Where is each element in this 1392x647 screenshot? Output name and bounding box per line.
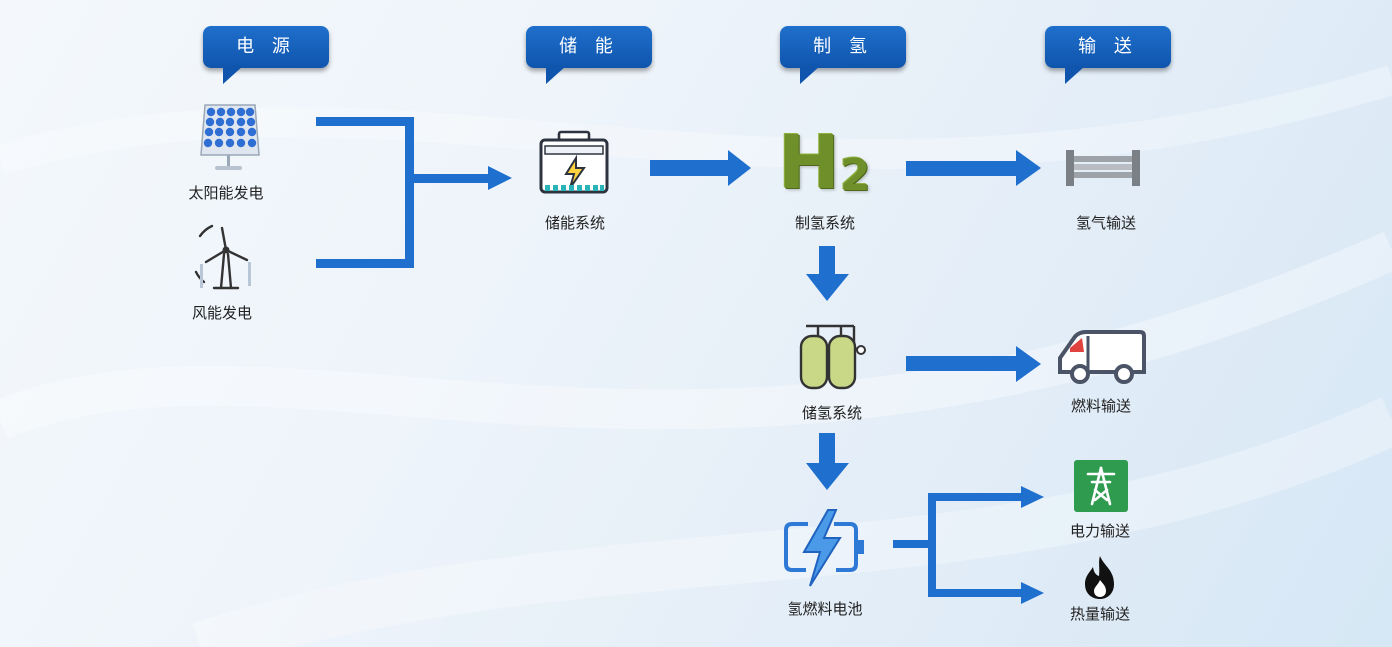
split-lower [928,589,1023,597]
arrowhead-to-power-transport [1021,486,1044,508]
down-arrow-1-head [806,274,849,301]
bracket-vertical [405,117,414,268]
flame-icon [1085,556,1114,599]
power-tower-icon [1074,460,1128,512]
solar-label: 太阳能发电 [188,184,264,202]
wind-label: 风能发电 [191,304,253,322]
down-arrow-2-shaft [819,433,835,465]
arrowhead-to-fuel-transport [1016,346,1041,382]
split-upper [928,493,1023,501]
h2-letter: H [778,120,840,206]
down-arrow-2-head [806,463,849,490]
storage-to-production-shaft [650,160,730,176]
h2-transport-label: 氢气输送 [1075,214,1137,232]
fuel-cell-battery-icon [784,509,864,587]
battery-storage-icon [539,130,609,194]
header-hydrogen-production: 制 氢 [780,26,906,84]
arrowhead-to-production [728,150,751,186]
fuel-cell-label: 氢燃料电池 [787,600,863,618]
fuel-transport-label: 燃料输送 [1070,397,1132,415]
production-to-transport-shaft [906,161,1018,176]
energy-storage-label: 储能系统 [544,214,606,232]
power-transport-label: 电力输送 [1069,522,1131,540]
header-storage: 储 能 [526,26,652,84]
bracket-out [405,174,490,183]
split-stem [893,540,933,548]
arrowhead-to-h2-transport [1016,150,1041,186]
hydrogen-tank-icon [799,324,866,390]
heat-transport-label: 热量输送 [1069,605,1131,623]
header-transport: 输 送 [1045,26,1171,84]
solar-panel-icon [200,104,260,170]
down-arrow-1-shaft [819,246,835,276]
split-vertical [928,493,936,597]
storage-to-fuel-shaft [906,356,1018,371]
h2-storage-label: 储氢系统 [801,404,863,422]
wind-turbine-icon [194,224,251,290]
arrowhead-to-storage [488,166,512,190]
h2-production-label: 制氢系统 [794,214,856,232]
truck-icon [1058,330,1146,384]
solar-connector [316,117,414,126]
wind-connector [316,259,414,268]
header-power-source: 电 源 [203,26,329,84]
h2-subscript: 2 [840,150,871,201]
h2-moss-icon: H 2 [778,120,882,206]
arrowhead-to-heat-transport [1021,582,1044,604]
pipeline-icon [1066,150,1140,186]
